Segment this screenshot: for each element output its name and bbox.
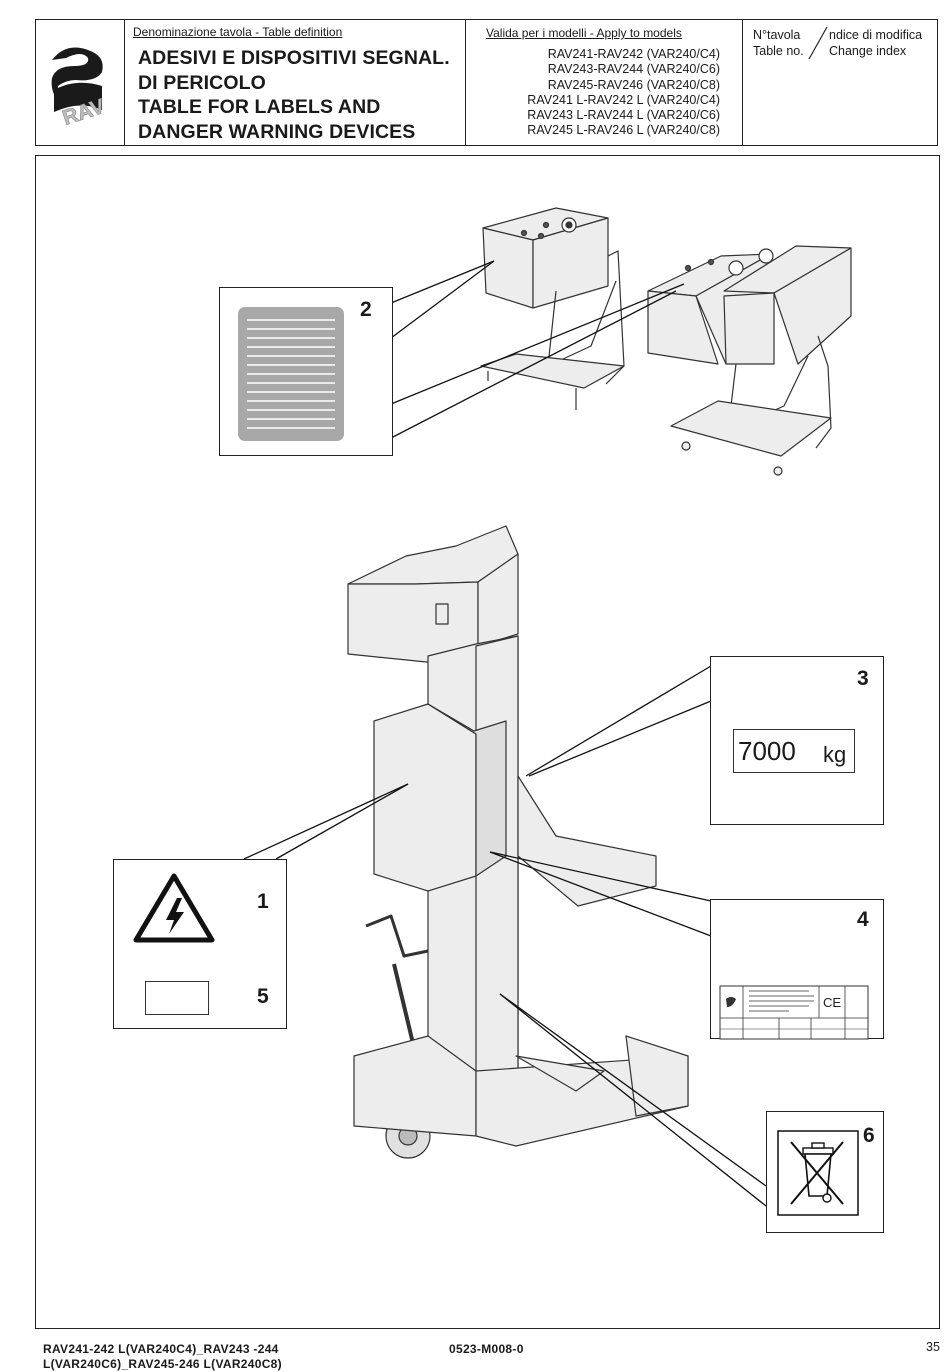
callout-1-5: 1 5	[113, 859, 287, 1029]
table-number-label: N°tavola Table no.	[753, 27, 804, 59]
footer-models-line: L(VAR240C6)_RAV245-246 L(VAR240C8)	[43, 1357, 282, 1371]
models-caption: Valida per i modelli - Apply to models	[486, 26, 682, 40]
footer-models-line: RAV241-242 L(VAR240C4)_RAV243 -244	[43, 1342, 279, 1356]
drawing-area: 2 3 7000 kg 1 5	[35, 155, 940, 1329]
change-index-en: Change index	[829, 44, 907, 58]
callout-number: 4	[857, 908, 869, 931]
callout-number: 6	[863, 1124, 875, 1147]
callout-number: 5	[257, 985, 269, 1008]
model-entry: RAV241 L-RAV242 L (VAR240/C4)	[527, 92, 720, 107]
blank-label	[145, 981, 209, 1015]
logo-cell: RAV	[36, 20, 125, 145]
callout-4: 4 CE	[710, 899, 884, 1040]
callout-number: 2	[360, 298, 372, 321]
callout-2: 2	[219, 287, 393, 456]
capacity-label: 7000 kg	[733, 729, 855, 773]
model-entry: RAV241-RAV242 (VAR240/C4)	[547, 47, 720, 61]
models-list: RAV241-RAV242 (VAR240/C4) RAV243-RAV244 …	[527, 47, 720, 139]
capacity-value: 7000	[738, 736, 796, 766]
table-definition-cell: Denominazione tavola - Table definition …	[125, 20, 466, 145]
title-block: RAV Denominazione tavola - Table definit…	[35, 19, 938, 146]
callout-number: 3	[857, 667, 869, 690]
diagonal-divider	[808, 26, 828, 60]
table-number-cell: N°tavola Table no. ndice di modifica Cha…	[743, 20, 937, 145]
table-no-it: N°tavola	[753, 28, 801, 42]
machine-illustration	[243, 207, 852, 1207]
drawing-code: 0523-M008-0	[449, 1342, 524, 1356]
electrical-hazard-icon	[133, 873, 215, 943]
weee-bin-icon	[777, 1130, 859, 1216]
change-index-label: ndice di modifica Change index	[829, 27, 922, 59]
table-no-en: Table no.	[753, 44, 804, 58]
table-title: ADESIVI E DISPOSITIVI SEGNAL. DI PERICOL…	[138, 46, 450, 144]
column-lift	[347, 525, 689, 1159]
rav-logo: RAV	[51, 47, 108, 130]
callout-number: 1	[257, 890, 269, 913]
callout-3: 3 7000 kg	[710, 656, 884, 825]
control-unit-large	[647, 245, 852, 476]
instruction-label-graphic	[238, 307, 344, 441]
svg-text:CE: CE	[823, 995, 841, 1010]
model-entry: RAV245-RAV246 (VAR240/C8)	[547, 77, 720, 92]
model-entry: RAV243 L-RAV244 L (VAR240/C6)	[527, 108, 720, 123]
title-line: ADESIVI E DISPOSITIVI SEGNAL.	[138, 47, 450, 69]
page-number: 35	[926, 1340, 940, 1354]
models-cell: Valida per i modelli - Apply to models R…	[466, 20, 743, 145]
leader-lines	[243, 260, 767, 1207]
model-entry: RAV243-RAV244 (VAR240/C6)	[547, 62, 720, 77]
title-line: DI PERICOLO	[138, 71, 266, 94]
nameplate-graphic: CE	[719, 985, 869, 1040]
footer-models: RAV241-242 L(VAR240C4)_RAV243 -244 L(VAR…	[43, 1342, 282, 1372]
capacity-unit: kg	[823, 742, 847, 767]
title-line: DANGER WARNING DEVICES	[138, 120, 416, 143]
callout-6: 6	[766, 1111, 884, 1233]
definition-caption: Denominazione tavola - Table definition	[133, 25, 343, 39]
model-entry: RAV245 L-RAV246 L (VAR240/C8)	[527, 123, 720, 138]
change-index-it: ndice di modifica	[829, 28, 923, 42]
control-unit-small	[480, 207, 625, 410]
title-line: TABLE FOR LABELS AND	[138, 96, 381, 118]
